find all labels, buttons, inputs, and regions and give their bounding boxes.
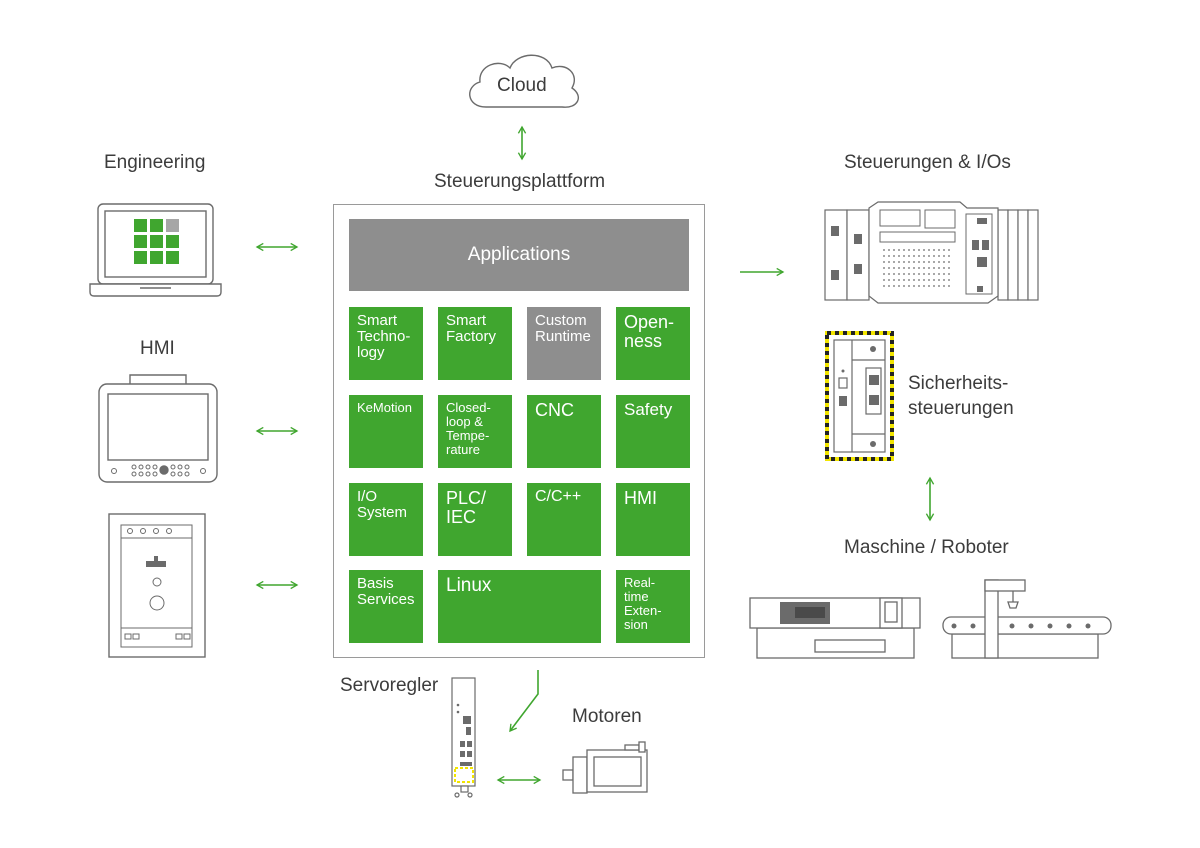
tile-cnc: CNC: [527, 395, 601, 468]
tile-basis-services: Basis Services: [349, 570, 423, 643]
tile-hmi: HMI: [616, 483, 690, 556]
engineering-label: Engineering: [104, 152, 206, 173]
tile-realtime-extension: Real- time Exten- sion: [616, 570, 690, 643]
safety-controller-icon: [825, 331, 894, 461]
tile-smart-technology: Smart Techno- logy: [349, 307, 423, 380]
tile-closed-loop: Closed- loop & Tempe- rature: [438, 395, 512, 468]
laptop-icon: [89, 203, 222, 297]
cloud-icon: [469, 54, 580, 108]
hmi-panel-icon: [98, 374, 218, 483]
app-grid-icon: [134, 219, 179, 264]
injection-molding-machine-icon: [749, 597, 921, 659]
tile-safety: Safety: [616, 395, 690, 468]
gantry-robot-icon: [942, 579, 1112, 659]
servo-label: Servoregler: [340, 675, 439, 696]
platform-servo-arrow: [509, 670, 539, 733]
motors-label: Motoren: [572, 706, 642, 727]
platform-label: Steuerungsplattform: [434, 171, 606, 192]
servo-drive-icon: [451, 677, 476, 798]
tile-plc-iec: PLC/ IEC: [438, 483, 512, 556]
safety-controllers-label: Sicherheits- steuerungen: [908, 373, 1014, 419]
control-cabinet-icon: [108, 513, 206, 658]
tile-smart-factory: Smart Factory: [438, 307, 512, 380]
plc-details: [831, 218, 989, 292]
tile-kemotion: KeMotion: [349, 395, 423, 468]
hmi-label: HMI: [140, 338, 175, 359]
tile-openness: Open- ness: [616, 307, 690, 380]
tile-io-system: I/O System: [349, 483, 423, 556]
machine-label: Maschine / Roboter: [844, 537, 1009, 558]
tile-c-cpp: C/C++: [527, 483, 601, 556]
motor-icon: [562, 741, 648, 794]
tile-custom-runtime: Custom Runtime: [527, 307, 601, 380]
plc-rack-icon: [824, 201, 1039, 304]
tile-linux: Linux: [438, 570, 601, 643]
controllers-label: Steuerungen & I/Os: [844, 152, 1011, 173]
servo-details: [456, 703, 472, 766]
applications-block: Applications: [349, 219, 689, 291]
cloud-label: Cloud: [497, 75, 547, 96]
